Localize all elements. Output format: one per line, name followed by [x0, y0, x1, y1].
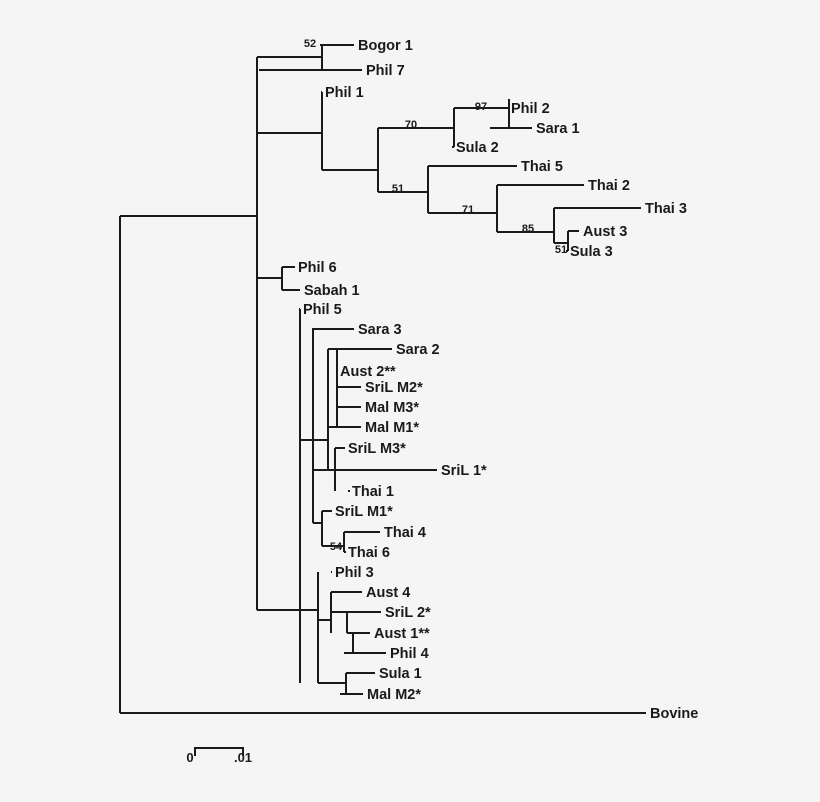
taxon-label-srilm2: SriL M2* [365, 380, 423, 396]
bootstrap-value-51-6: 51 [555, 244, 567, 256]
taxon-label-phil2: Phil 2 [511, 101, 550, 117]
taxon-label-bovine: Bovine [650, 706, 698, 722]
scale-bar [194, 747, 244, 756]
branch-lines [119, 44, 646, 714]
bootstrap-value-97-1: 97 [475, 101, 487, 113]
taxon-label-thai1: Thai 1 [352, 484, 394, 500]
taxon-label-phil7: Phil 7 [366, 63, 405, 79]
taxon-label-phil5: Phil 5 [303, 302, 342, 318]
taxon-label-thai3: Thai 3 [645, 201, 687, 217]
taxon-label-sula2: Sula 2 [456, 140, 499, 156]
taxon-label-sara3: Sara 3 [358, 322, 402, 338]
taxon-label-aust2: Aust 2** [340, 364, 396, 380]
taxon-label-malm2: Mal M2* [367, 687, 421, 703]
taxon-label-sula3: Sula 3 [570, 244, 613, 260]
taxon-label-sril1: SriL 1* [441, 463, 487, 479]
bootstrap-value-85-5: 85 [522, 223, 534, 235]
bootstrap-value-52-0: 52 [304, 38, 316, 50]
bootstrap-value-54-7: 54 [330, 541, 343, 553]
taxon-label-srilm1: SriL M1* [335, 504, 393, 520]
taxon-label-phil3: Phil 3 [335, 565, 374, 581]
taxon-label-sabah1: Sabah 1 [304, 283, 360, 299]
taxon-label-aust1: Aust 1** [374, 626, 430, 642]
taxon-label-sara1: Sara 1 [536, 121, 580, 137]
scale-start-label: 0 [186, 750, 193, 765]
bootstrap-labels: 52 97 70 51 71 85 51 54 [304, 38, 567, 553]
bootstrap-value-71-4: 71 [462, 204, 474, 216]
taxon-label-thai5: Thai 5 [521, 159, 563, 175]
taxon-label-malm3: Mal M3* [365, 400, 419, 416]
taxon-label-aust3: Aust 3 [583, 224, 627, 240]
taxon-label-sara2: Sara 2 [396, 342, 440, 358]
taxon-label-malm1: Mal M1* [365, 420, 419, 436]
taxon-label-thai2: Thai 2 [588, 178, 630, 194]
taxon-label-srilm3: SriL M3* [348, 441, 406, 457]
taxon-label-thai6: Thai 6 [348, 545, 390, 561]
taxon-label-thai4: Thai 4 [384, 525, 426, 541]
taxon-label-sril2: SriL 2* [385, 605, 431, 621]
bootstrap-value-70-2: 70 [405, 119, 417, 131]
taxon-label-phil1: Phil 1 [325, 85, 364, 101]
taxon-label-sula1: Sula 1 [379, 666, 422, 682]
scale-end-label: .01 [234, 750, 252, 765]
taxon-label-phil6: Phil 6 [298, 260, 337, 276]
taxon-label-bogor1: Bogor 1 [358, 38, 413, 54]
bootstrap-value-51-3: 51 [392, 183, 404, 195]
scale-bar-group: 0.01 [186, 747, 252, 765]
taxon-label-aust4: Aust 4 [366, 585, 410, 601]
taxon-label-phil4: Phil 4 [390, 646, 429, 662]
